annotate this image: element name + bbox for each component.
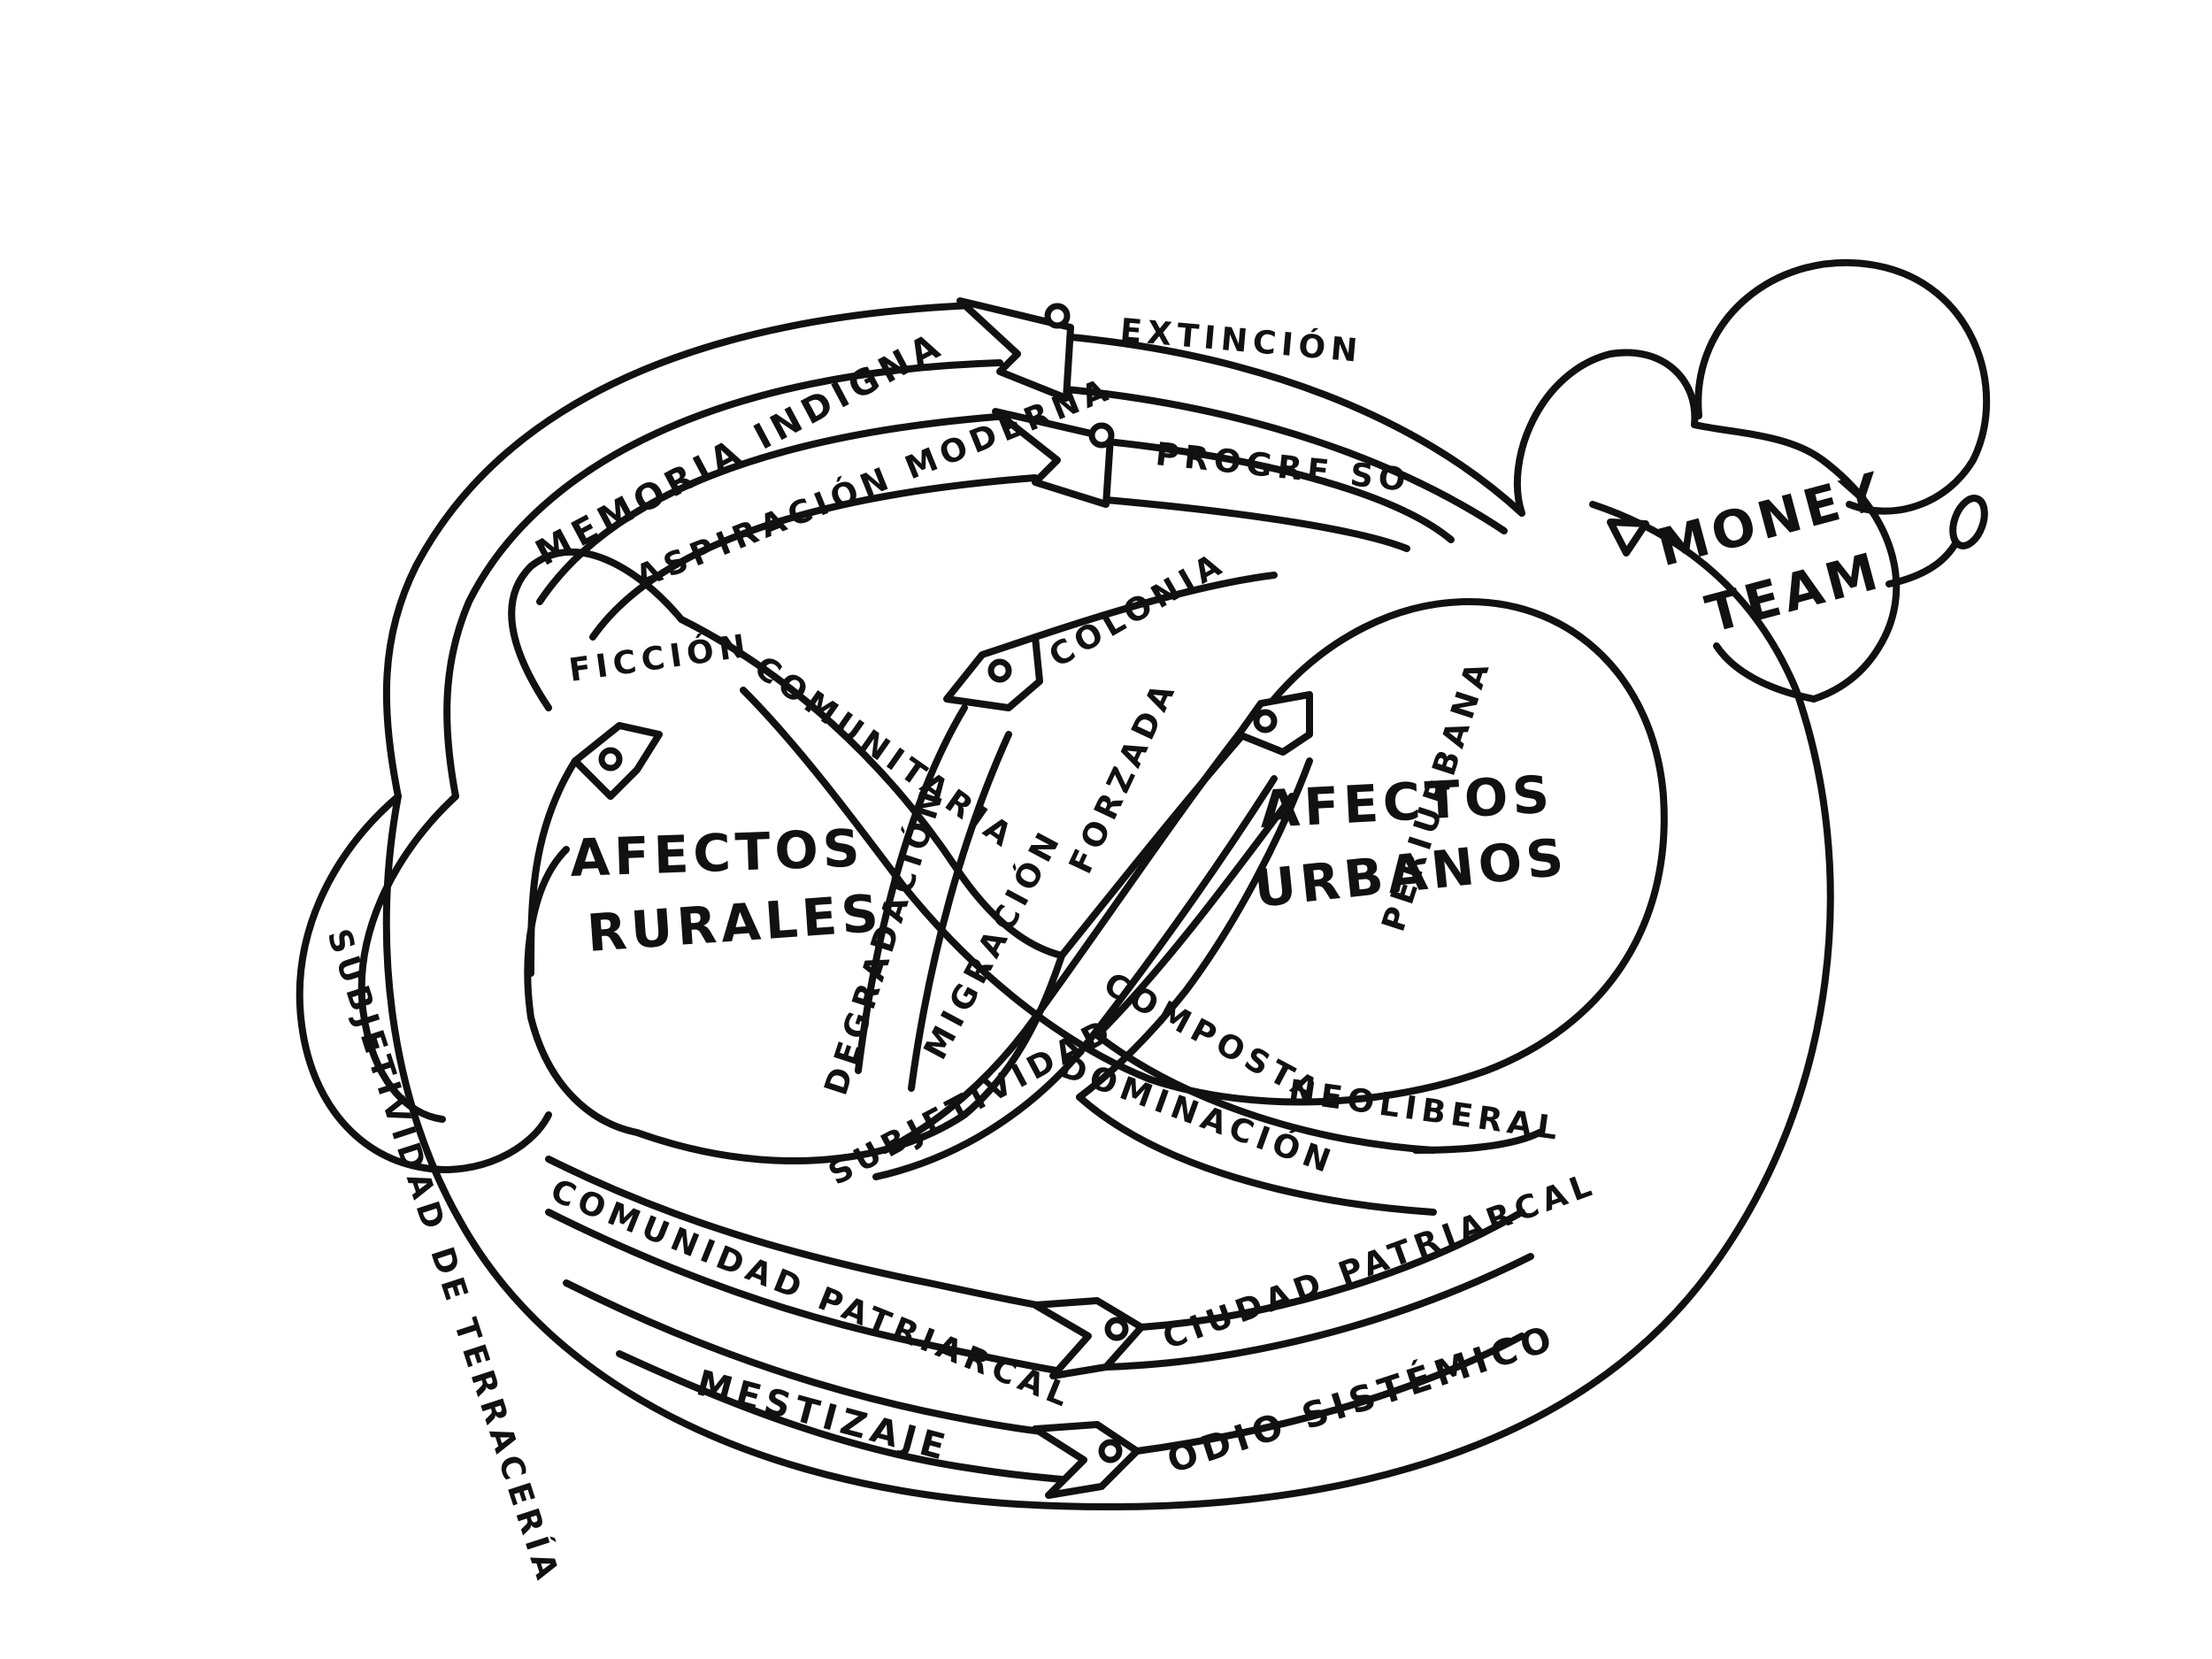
left-loop xyxy=(296,793,552,1173)
nose-icon xyxy=(1949,495,1988,549)
triangle-icon xyxy=(1607,518,1649,557)
serpent-eye xyxy=(1104,1317,1129,1341)
serpent-eye xyxy=(598,747,623,772)
label-colonia: COLONIA xyxy=(1043,545,1232,675)
label-afectos-rurales-1: AFECTOS xyxy=(569,818,865,888)
outer-ring xyxy=(382,501,1834,1510)
mickey-head xyxy=(1513,258,1991,703)
serpent-eye xyxy=(1253,709,1278,733)
second-serpent xyxy=(536,408,1455,641)
serpent-eye xyxy=(1098,1439,1123,1463)
label-mestizaje: MESTIZAJE xyxy=(692,1363,954,1470)
label-progreso: PROGRE SO xyxy=(1154,436,1412,499)
serpent-eye xyxy=(1044,303,1071,329)
label-odio-sistemico: ODIO SISTÉMICO xyxy=(1162,1316,1562,1482)
label-forzada: FORZADA xyxy=(1063,674,1184,879)
rural-loop xyxy=(508,548,1065,1164)
lower-bands xyxy=(1076,1032,1543,1216)
serpent-eye xyxy=(1088,422,1115,449)
outer-serpent xyxy=(382,297,1525,800)
crossing-serpents xyxy=(855,572,1313,1180)
serpent-eye xyxy=(987,658,1012,683)
serpent-head xyxy=(1032,1421,1141,1499)
label-rurales: RURALES xyxy=(585,883,885,964)
label-extincion: EXTINCIÓN xyxy=(1118,311,1364,370)
bottom-serpents xyxy=(545,1156,1534,1499)
